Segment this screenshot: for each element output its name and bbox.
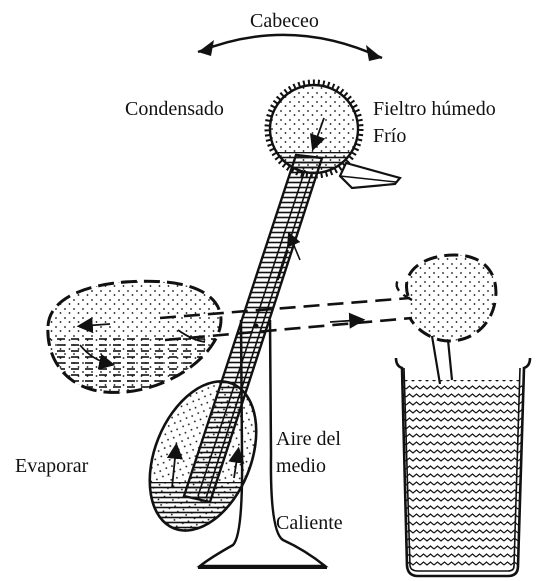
body-bulb (129, 366, 276, 552)
nodding-arrow (198, 35, 382, 61)
label-medio: medio (276, 455, 326, 477)
label-cabeceo: Cabeceo (250, 10, 319, 32)
water-beaker (395, 336, 535, 580)
label-caliente: Caliente (276, 512, 343, 534)
label-aire-del: Aire del (276, 428, 341, 450)
label-evaporar: Evaporar (15, 455, 88, 477)
label-fieltro-humedo: Fieltro húmedo (373, 98, 496, 120)
label-frio: Frío (373, 125, 406, 147)
label-condensado: Condensado (125, 98, 224, 120)
